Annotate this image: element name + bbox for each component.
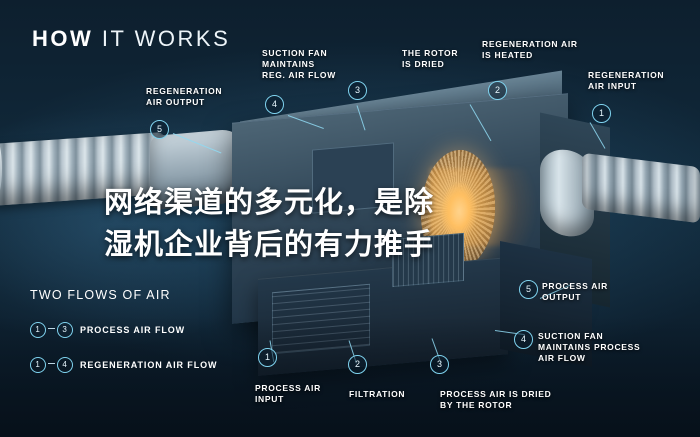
- callout-regeneration-air-output: REGENERATION AIR OUTPUT: [146, 86, 223, 107]
- legend-label-process-air-flow: PROCESS AIR FLOW: [80, 325, 186, 335]
- page-title-light: IT WORKS: [101, 26, 231, 51]
- callout-filtration: FILTRATION: [349, 389, 406, 399]
- legend-dash-icon: [48, 328, 55, 329]
- marker-2-regeneration-heated: 2: [488, 81, 507, 100]
- marker-3-rotor-dried: 3: [348, 81, 367, 100]
- page-title: HOW IT WORKS: [32, 26, 230, 52]
- callout-suction-fan-reg: SUCTION FAN MAINTAINS REG. AIR FLOW: [262, 48, 336, 80]
- callout-regeneration-air-input: REGENERATION AIR INPUT: [588, 70, 665, 91]
- callout-process-air-output: PROCESS AIR OUTPUT: [542, 281, 608, 302]
- marker-4-suction-fan-process: 4: [514, 330, 533, 349]
- callout-suction-fan-process: SUCTION FAN MAINTAINS PROCESS AIR FLOW: [538, 331, 641, 363]
- legend-marker-to-3: 3: [57, 322, 73, 338]
- callout-process-air-dried: PROCESS AIR IS DRIED BY THE ROTOR: [440, 389, 552, 410]
- floor-shadow: [0, 317, 700, 437]
- marker-5-regeneration-air-output: 5: [150, 120, 169, 139]
- overlay-headline-line1: 网络渠道的多元化，是除: [104, 187, 435, 219]
- marker-1-regeneration-air-input: 1: [592, 104, 611, 123]
- marker-5-process-air-output: 5: [519, 280, 538, 299]
- legend-dash-icon-2: [48, 363, 55, 364]
- legend-marker-to-4: 4: [57, 357, 73, 373]
- legend-marker-from-1-reg: 1: [30, 357, 46, 373]
- callout-regeneration-heated: REGENERATION AIR IS HEATED: [482, 39, 578, 60]
- marker-3-process-air-dried: 3: [430, 355, 449, 374]
- overlay-headline: 网络渠道的多元化，是除 湿机企业背后的有力推手: [104, 182, 604, 266]
- page-title-bold: HOW: [32, 26, 94, 51]
- callout-process-air-input: PROCESS AIR INPUT: [255, 383, 321, 404]
- marker-2-filtration: 2: [348, 355, 367, 374]
- legend-title: TWO FLOWS OF AIR: [30, 288, 171, 302]
- marker-4-suction-fan-reg: 4: [265, 95, 284, 114]
- legend-label-regeneration-air-flow: REGENERATION AIR FLOW: [80, 360, 218, 370]
- marker-1-process-air-input: 1: [258, 348, 277, 367]
- overlay-headline-line2: 湿机企业背后的有力推手: [104, 229, 435, 261]
- legend-marker-from-1: 1: [30, 322, 46, 338]
- callout-rotor-dried: THE ROTOR IS DRIED: [402, 48, 459, 69]
